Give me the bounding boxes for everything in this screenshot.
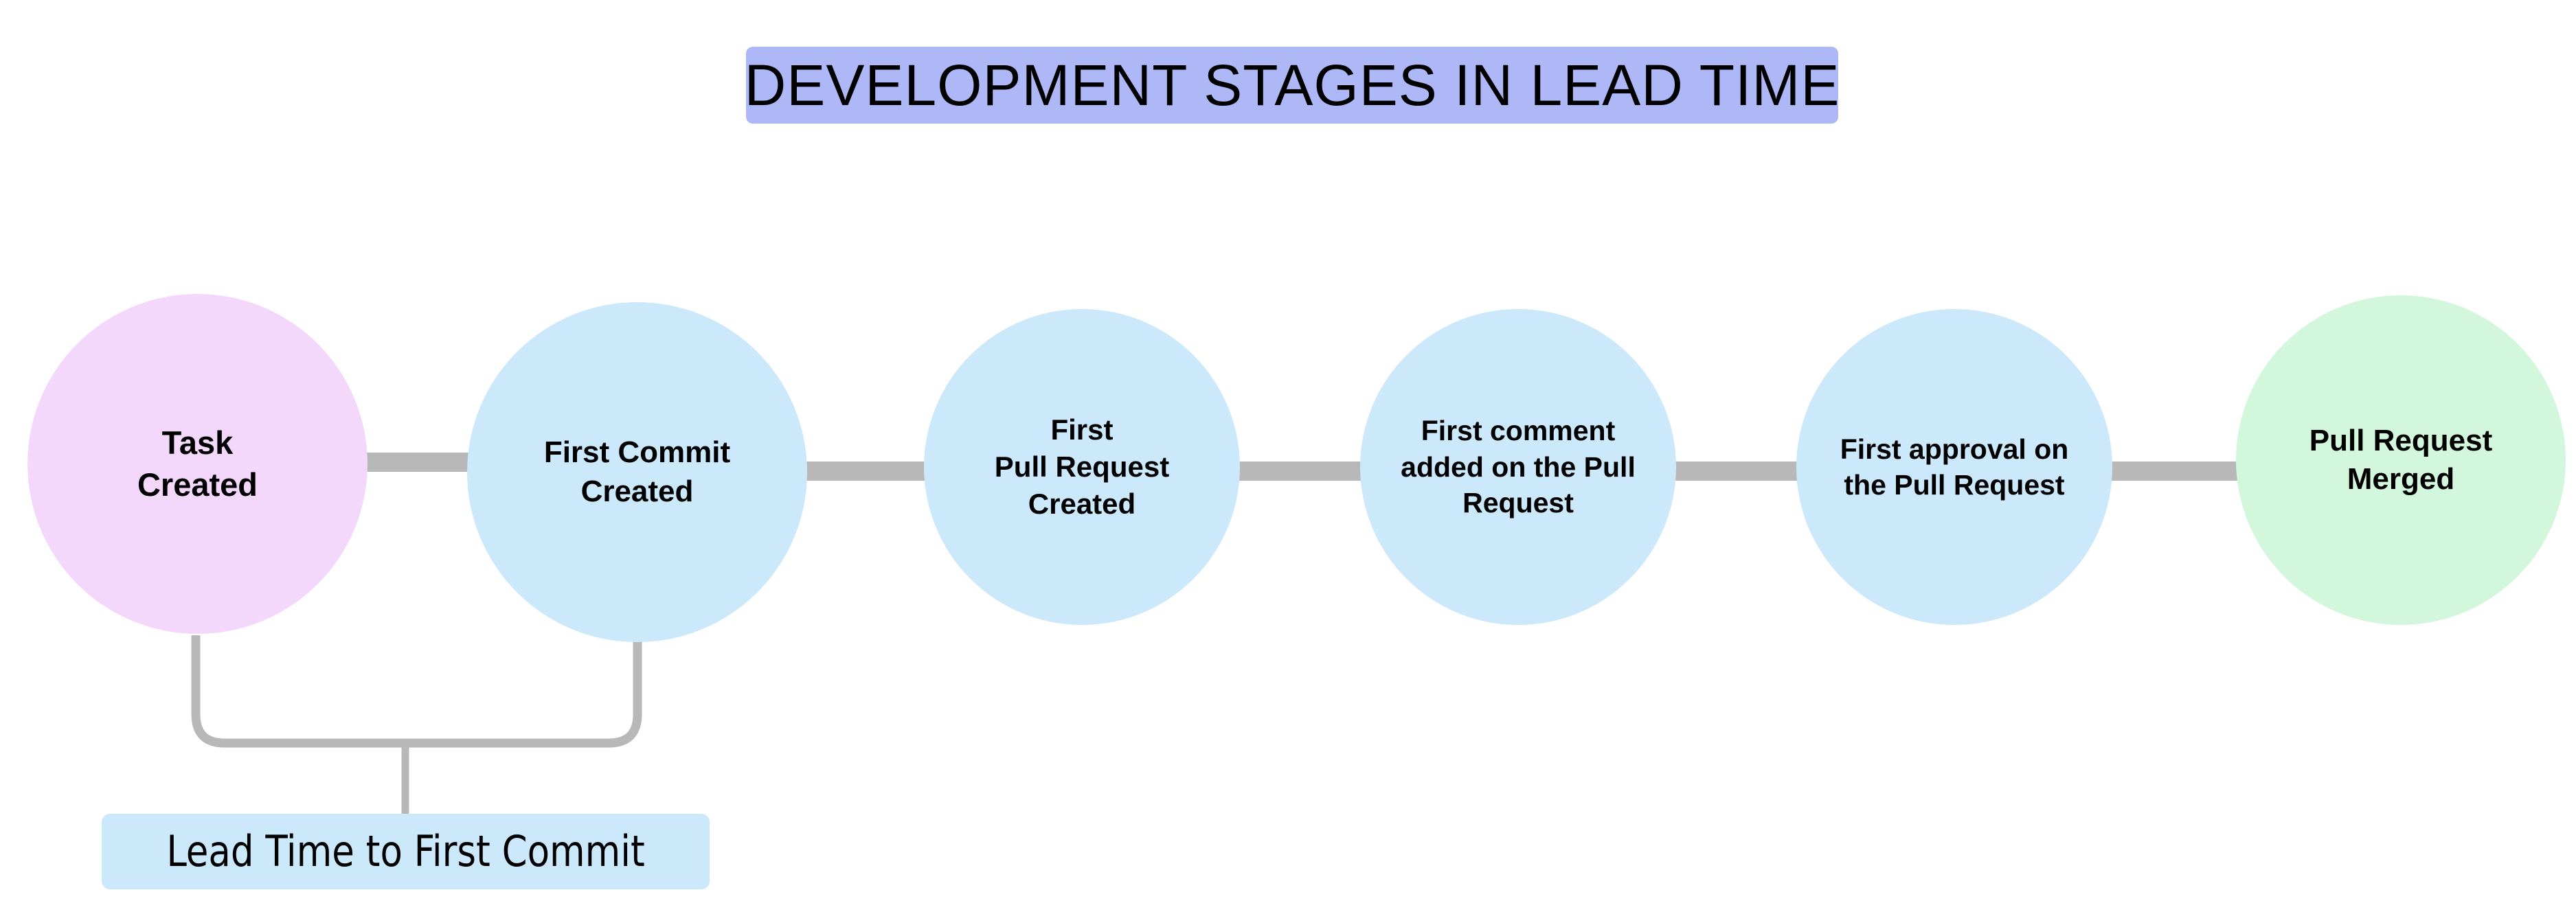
stage-label-pull-request-merged: Pull Request Merged (2309, 423, 2493, 496)
lead-time-callout-label: Lead Time to First Commit (166, 826, 645, 876)
stage-label-task-created: Task Created (137, 424, 258, 503)
stage-node-task-created[interactable]: Task Created (27, 294, 368, 634)
stage-node-first-pull-request-created[interactable]: First Pull Request Created (924, 309, 1240, 625)
lead-time-callout[interactable]: Lead Time to First Commit (102, 814, 710, 889)
diagram-title-banner: DEVELOPMENT STAGES IN LEAD TIME (744, 47, 1840, 124)
stage-label-first-comment-added: First comment added on the Pull Request (1401, 415, 1636, 519)
stage-node-pull-request-merged[interactable]: Pull Request Merged (2236, 295, 2566, 625)
connector-bar-5-6 (2095, 461, 2263, 481)
stage-label-first-commit-created: First Commit Created (543, 435, 731, 508)
stage-label-first-pull-request-created: First Pull Request Created (994, 413, 1170, 520)
stage-node-first-commit-created[interactable]: First Commit Created (467, 302, 807, 642)
stage-node-first-comment-added[interactable]: First comment added on the Pull Request (1360, 309, 1676, 625)
stage-label-first-approval: First approval on the Pull Request (1840, 433, 2069, 501)
page-title: DEVELOPMENT STAGES IN LEAD TIME (744, 53, 1840, 117)
stage-node-first-approval[interactable]: First approval on the Pull Request (1796, 309, 2112, 625)
